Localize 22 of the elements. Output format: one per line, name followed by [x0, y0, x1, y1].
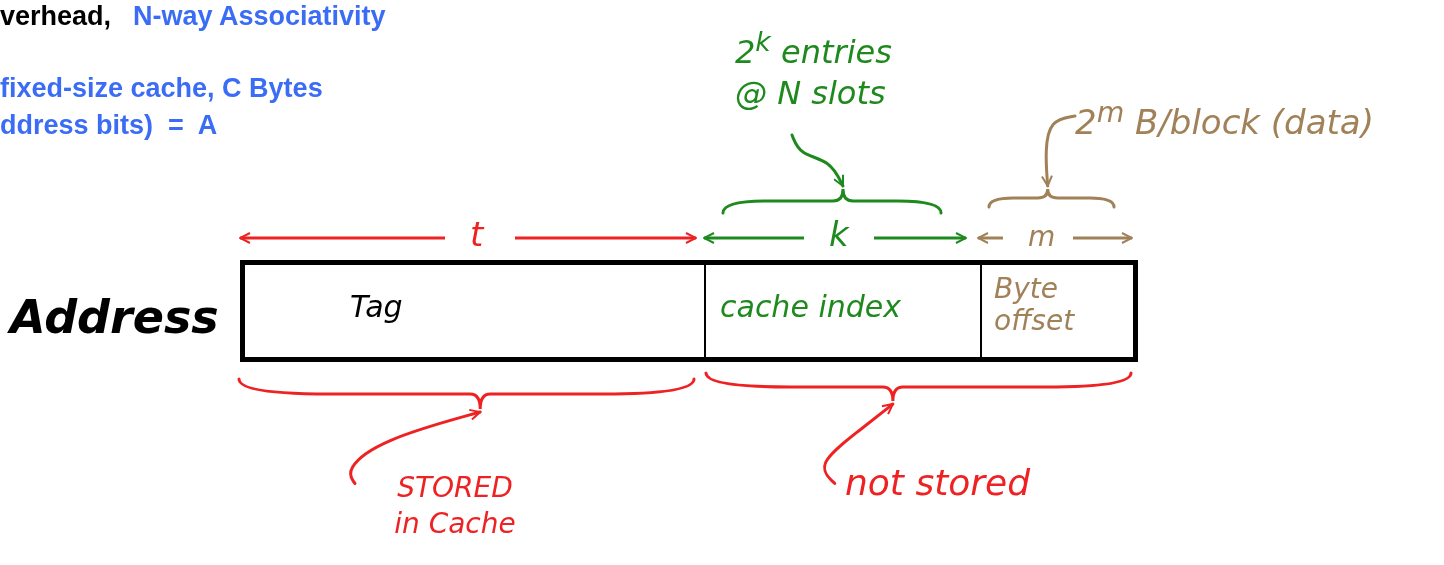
leader-arrow — [790, 133, 845, 188]
annotation-text: not stored — [845, 461, 1032, 505]
note-text: ddress bits) = A — [0, 110, 218, 141]
curly-brace — [721, 187, 943, 215]
annotation-text: 2$^{k}$ entries — [735, 25, 893, 73]
annotation-text: 2$^{m}$ B/block (data) — [1075, 95, 1375, 145]
dimension-label: t — [470, 214, 484, 254]
field-label: Tag — [350, 290, 403, 325]
curly-brace — [704, 371, 1133, 403]
dimension-label: k — [829, 214, 849, 254]
leader-arrow — [1040, 114, 1077, 188]
dimension-label: m — [1028, 220, 1056, 253]
annotation-text: @ N slots — [735, 73, 887, 115]
note-text: fixed-size cache, C Bytes — [0, 73, 323, 104]
address-bar — [240, 260, 1138, 362]
curly-brace — [237, 377, 696, 411]
field-label: cache index — [720, 290, 901, 325]
curly-brace — [987, 187, 1116, 209]
heading-text: N-way Associativity — [133, 1, 386, 32]
heading-text: verhead, — [0, 1, 112, 32]
field-label: Byte offset — [994, 273, 1076, 338]
annotation-text: STORED in Cache — [393, 470, 517, 543]
